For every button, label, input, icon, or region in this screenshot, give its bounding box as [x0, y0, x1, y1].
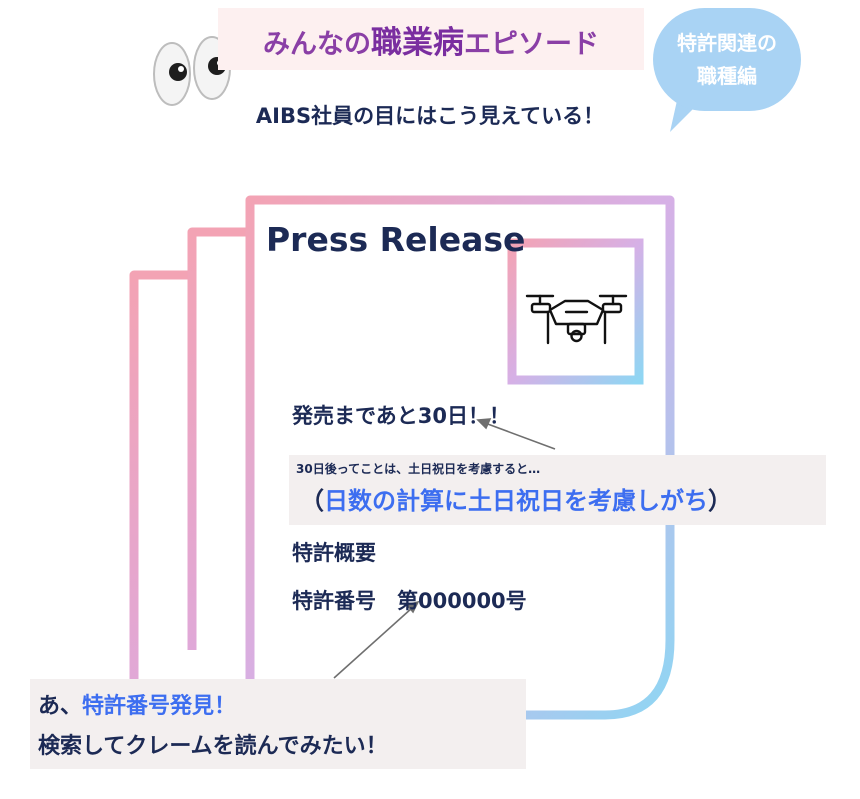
sale-countdown-text: 発売まであと30日！！	[292, 404, 511, 428]
callout-box	[30, 679, 526, 769]
patent-number-text: 特許番号 第000000号	[292, 589, 527, 613]
note-small-text: 30日後ってことは、土日祝日を考慮すると…	[296, 462, 541, 476]
callout-line-2: 検索してクレームを読んでみたい！	[38, 734, 388, 759]
placeholder-lines	[288, 267, 640, 671]
category-bubble: 特許関連の 職種編	[653, 8, 801, 111]
callout-prefix: あ、	[38, 694, 83, 719]
note-big-text: （日数の計算に土日祝日を考慮しがち）	[300, 481, 732, 516]
note-box	[289, 455, 826, 525]
press-release-heading: Press Release	[266, 220, 526, 259]
title-box: みんなの職業病エピソード	[218, 8, 644, 70]
drone-icon	[525, 294, 628, 345]
title-strong: 職業病	[371, 24, 464, 61]
note-open-paren: （	[300, 487, 324, 515]
back-page-1	[129, 270, 190, 700]
eyes-icon	[153, 36, 231, 106]
annotation-arrows	[333, 418, 556, 679]
callout-line-1: あ、特許番号発見！	[38, 688, 236, 720]
patent-summary-label: 特許概要	[292, 541, 376, 565]
back-page-2	[187, 227, 248, 650]
title-suffix: エピソード	[464, 28, 599, 60]
note-close-paren: ）	[708, 487, 732, 515]
title-prefix: みんなの	[263, 28, 371, 60]
bubble-line-2: 職種編	[697, 63, 757, 88]
note-highlight: 日数の計算に土日祝日を考慮しがち	[324, 487, 708, 515]
callout-highlight: 特許番号発見！	[82, 694, 237, 719]
page-title: みんなの職業病エピソード	[263, 17, 599, 62]
bubble-line-1: 特許関連の	[677, 30, 777, 55]
subtitle: AIBS社員の目にはこう見えている！	[255, 104, 605, 128]
